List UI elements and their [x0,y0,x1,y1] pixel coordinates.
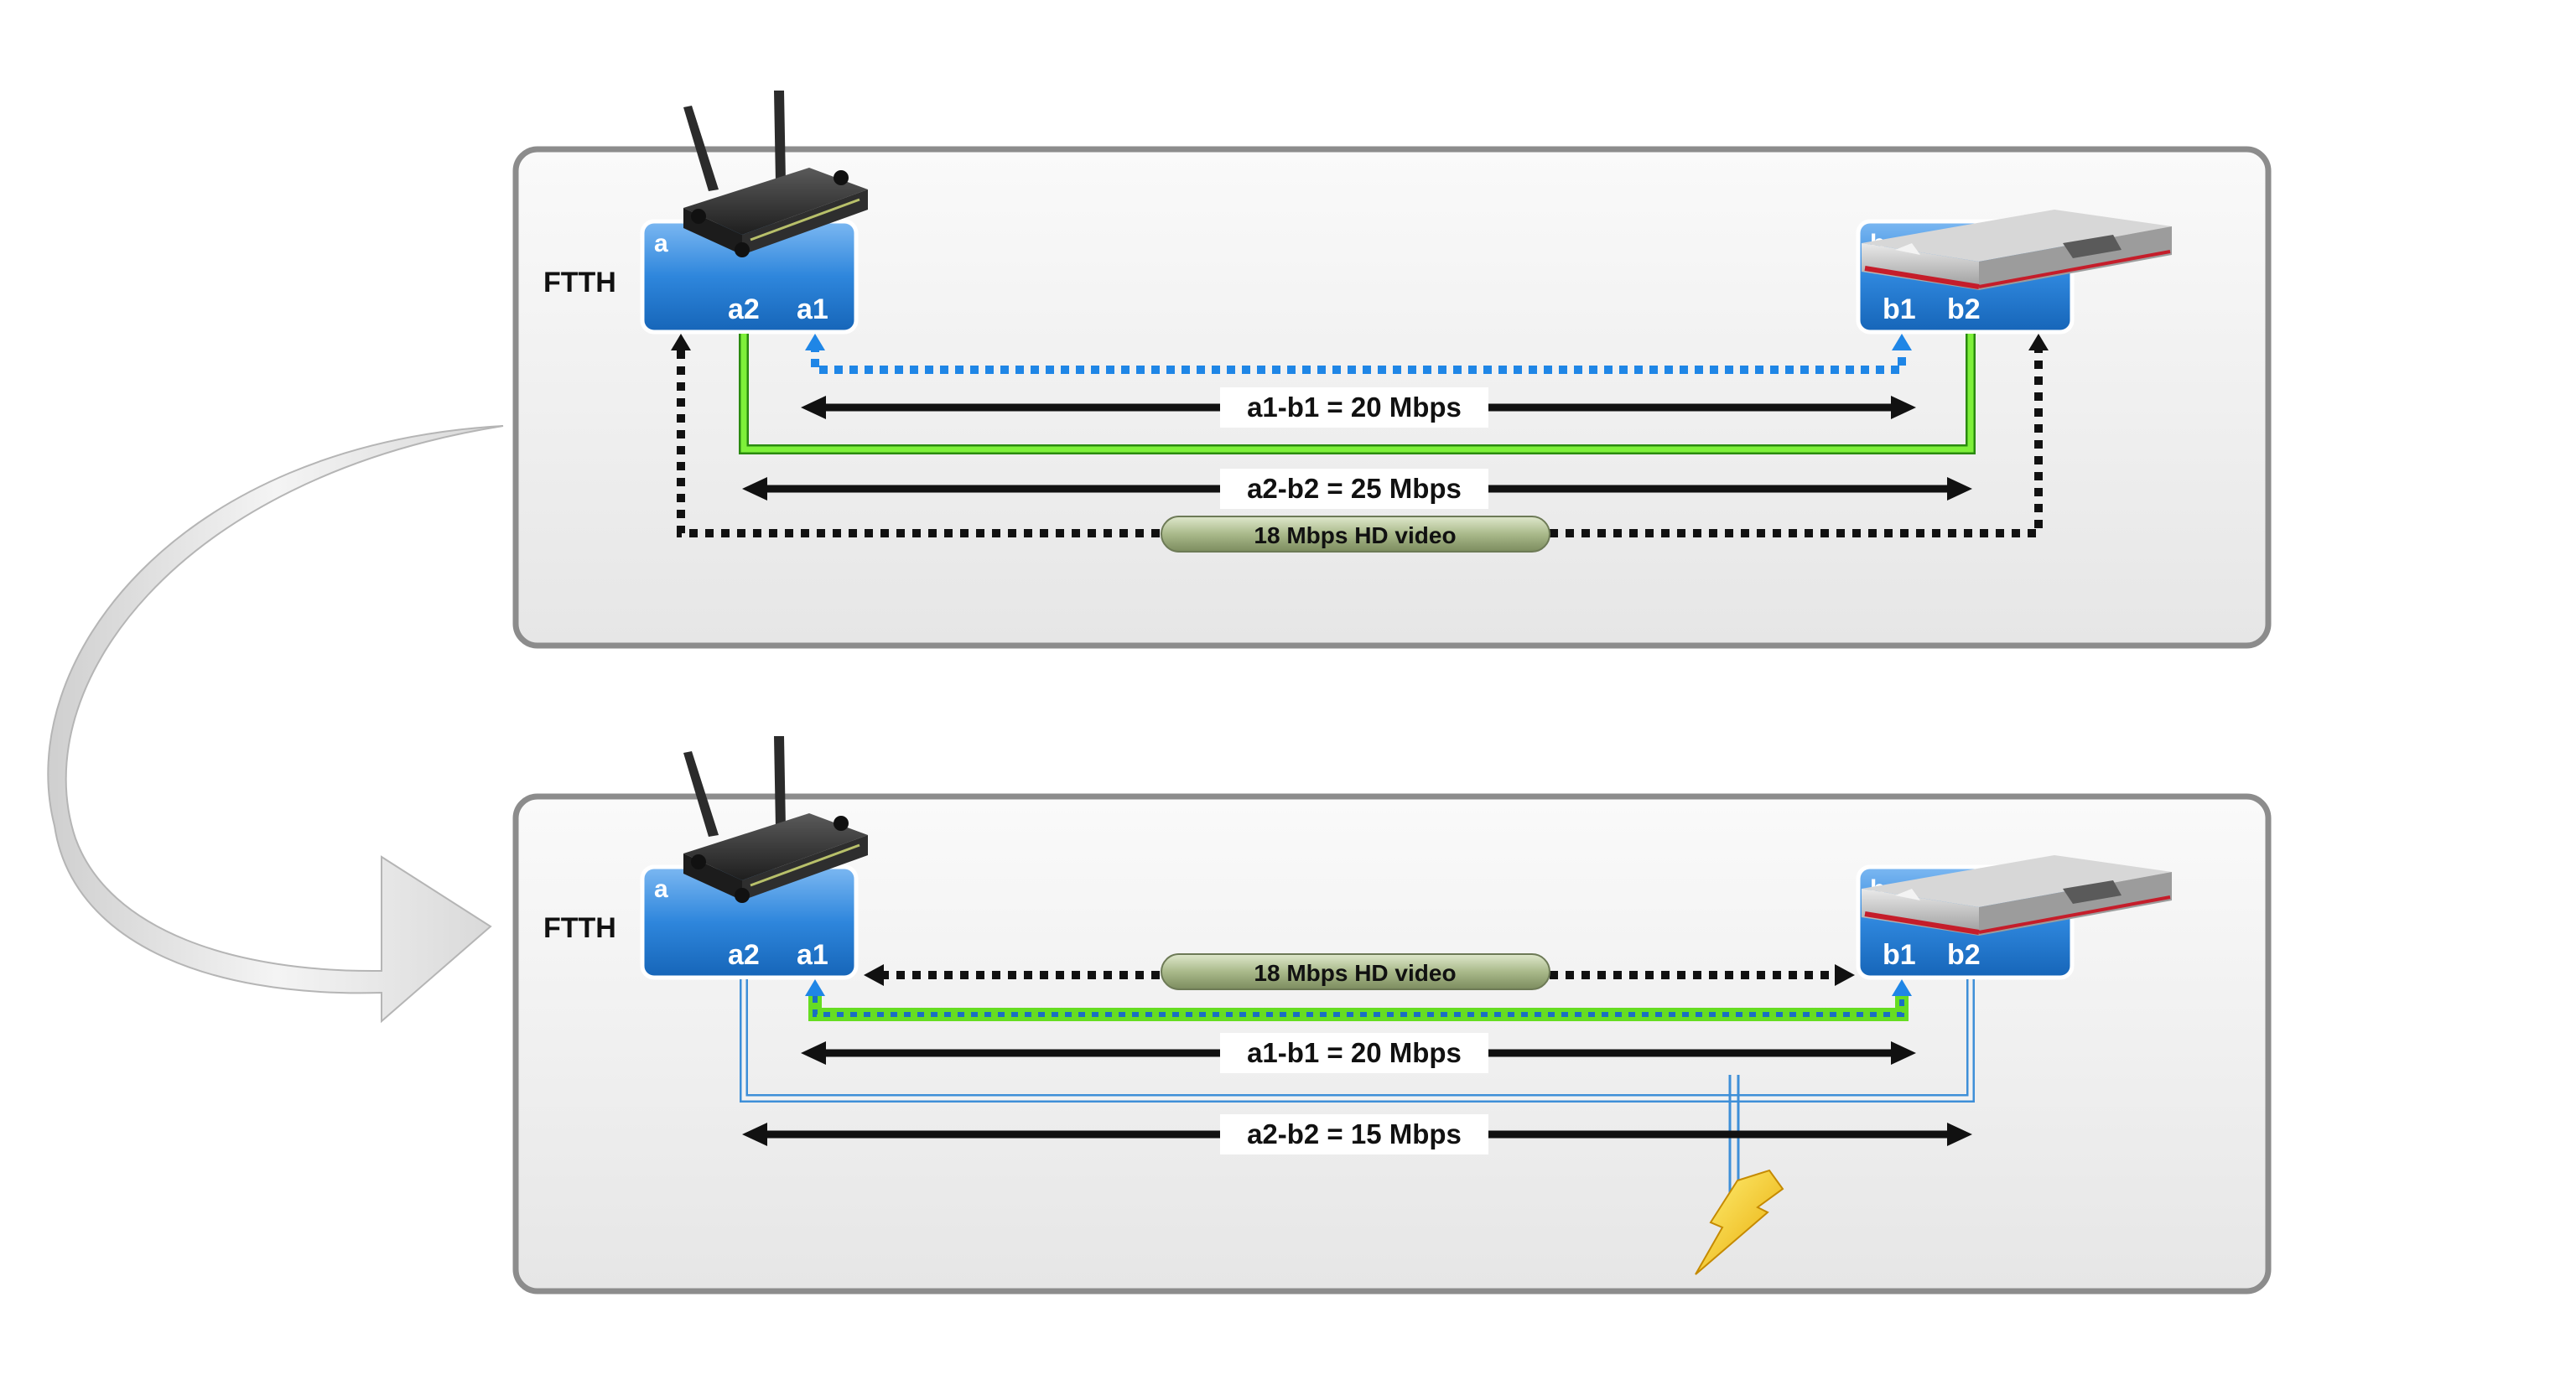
arrow-head-b [2028,334,2049,350]
arrow-head-b1 [1892,979,1912,996]
wired-link-a2-b2-highlight [740,334,1974,453]
ftth-label: FTTH [543,267,616,298]
curved-arrow-icon [47,425,504,1024]
video-flow-label: 18 Mbps HD video [1254,522,1456,548]
arrow-head-right [1835,964,1855,986]
arrow-head-b1 [1892,334,1912,350]
label-bg-a2-b2 [1220,1114,1488,1154]
wired-link-a2-b2-core [741,979,1973,1101]
link-a2-b2-label: a2-b2 = 25 Mbps [1247,473,1462,504]
port-a1: a1 [797,939,828,971]
ftth-label: FTTH [543,912,616,944]
port-b1: b1 [1883,939,1916,971]
wifi-link-a1-b1-dots [813,996,1904,1017]
link-a2-b2-label: a2-b2 = 15 Mbps [1247,1118,1462,1149]
link-a1-b1-label: a1-b1 = 20 Mbps [1247,392,1462,423]
arrow-head-a [671,334,691,350]
label-bg-a2-b2 [1220,469,1488,509]
lightning-bolt-icon [1695,1169,1784,1275]
port-b2: b2 [1947,293,1981,325]
video-flow-label: 18 Mbps HD video [1254,960,1456,986]
label-bg-a1-b1 [1220,1033,1488,1073]
port-a1: a1 [797,293,828,325]
arrow-head-left [801,1041,826,1065]
arrow-head-right [1947,477,1972,501]
port-a2: a2 [728,939,760,971]
port-b1: b1 [1883,293,1916,325]
arrow-head-left [742,1123,767,1146]
panel-after: FTTH a a2 a1 b b1 b2 18 Mbps HD video a1… [512,734,2272,1295]
arrow-head-right [1947,1123,1972,1146]
port-b2: b2 [1947,939,1981,971]
arrow-head-right [1891,396,1916,419]
arrow-head-left [864,964,884,986]
device-a-name: a [654,230,668,257]
wifi-link-a1-b1 [811,342,1906,374]
arrow-head-left [742,477,767,501]
arrow-head-left [801,396,826,419]
arrow-head-a1 [805,979,825,996]
label-bg-a1-b1 [1220,387,1488,428]
port-a2: a2 [728,293,760,325]
arrow-head-a1 [805,334,825,350]
link-a1-b1-label: a1-b1 = 20 Mbps [1247,1037,1462,1068]
arrow-head-right [1891,1041,1916,1065]
video-flow-pill [1161,516,1550,553]
panel-before: FTTH a a2 a1 b b1 b2 a1-b1 = 20 Mbps a2-… [512,89,2272,649]
device-a-name: a [654,875,668,903]
video-flow-pill [1161,953,1550,990]
